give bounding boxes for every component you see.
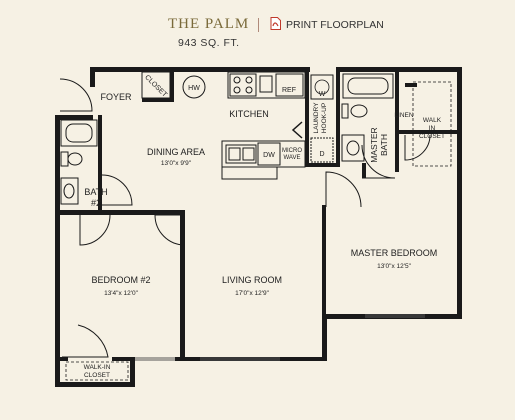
refrigerator: REF	[275, 73, 304, 97]
stove	[229, 73, 257, 97]
bath2-label: BATH	[84, 187, 107, 197]
svg-text:D: D	[319, 151, 324, 158]
walk-in-bed2-label-1: WALK-IN	[84, 364, 111, 371]
dishwasher: DW	[257, 142, 281, 166]
walk-in-label-2: IN	[429, 125, 436, 132]
walk-in-bed2-label-2: CLOSET	[84, 372, 110, 379]
kitchen-label: KITCHEN	[229, 109, 269, 119]
walk-in-closet-bed2	[65, 361, 129, 381]
bath2-number: #2	[91, 198, 101, 208]
closet-label: CLOSET	[143, 74, 168, 99]
master-toilet-sink	[341, 103, 368, 162]
bedroom2-label: BEDROOM #2	[91, 275, 150, 285]
walk-in-label-1: WALK	[423, 117, 442, 124]
pdf-icon[interactable]	[270, 17, 281, 30]
master-bathtub	[342, 73, 394, 99]
master-dims: 13'0"x 12'5"	[377, 263, 412, 270]
door-swings	[59, 78, 431, 358]
svg-text:MICRO: MICRO	[282, 148, 302, 154]
title-separator	[258, 18, 259, 32]
svg-text:DW: DW	[263, 152, 275, 159]
windows	[135, 314, 425, 361]
bath2-toilet-sink	[60, 151, 83, 205]
walk-in-closet-master	[412, 81, 452, 167]
bath2-tub	[60, 119, 98, 147]
double-sink	[225, 144, 257, 164]
square-footage: 943 SQ. FT.	[178, 37, 240, 49]
svg-text:WAVE: WAVE	[283, 155, 300, 161]
water-heater: HW	[182, 75, 206, 99]
linen-label: LINEN	[394, 112, 413, 119]
laundry-area: W D LAUNDRY HOOK-UP	[310, 74, 334, 163]
dining-label: DINING AREA	[147, 147, 205, 157]
page-header: THE PALM PRINT FLOORPLAN 943 SQ. FT.	[0, 0, 515, 60]
interior-walls	[60, 72, 459, 360]
bedroom2-dims: 13'4"x 12'0"	[104, 290, 139, 297]
microwave: MICRO WAVE	[282, 148, 302, 161]
master-bath-label: MASTER	[369, 127, 379, 162]
sink-kitchen-top	[259, 75, 273, 93]
svg-text:REF: REF	[282, 87, 296, 94]
living-label: LIVING ROOM	[222, 275, 282, 285]
svg-text:LAUNDRY: LAUNDRY	[313, 102, 320, 134]
svg-text:HW: HW	[188, 85, 200, 92]
svg-text:W: W	[319, 91, 326, 98]
svg-text:HOOK-UP: HOOK-UP	[321, 103, 328, 133]
foyer-label: FOYER	[100, 92, 132, 102]
walk-in-label-3: CLOSET	[419, 133, 445, 140]
master-label: MASTER BEDROOM	[351, 248, 438, 258]
master-bath-label-2: BATH	[379, 134, 389, 156]
print-floorplan-link[interactable]: PRINT FLOORPLAN	[286, 19, 384, 31]
dining-dims: 13'0"x 9'9"	[161, 160, 192, 167]
floorplan-diagram: CLOSET HW REF DW	[55, 67, 462, 387]
foyer-closet: CLOSET	[141, 71, 171, 99]
living-dims: 17'0"x 12'9"	[235, 290, 270, 297]
floorplan-title: THE PALM	[168, 16, 250, 32]
laundry-opening-mark	[291, 121, 303, 139]
